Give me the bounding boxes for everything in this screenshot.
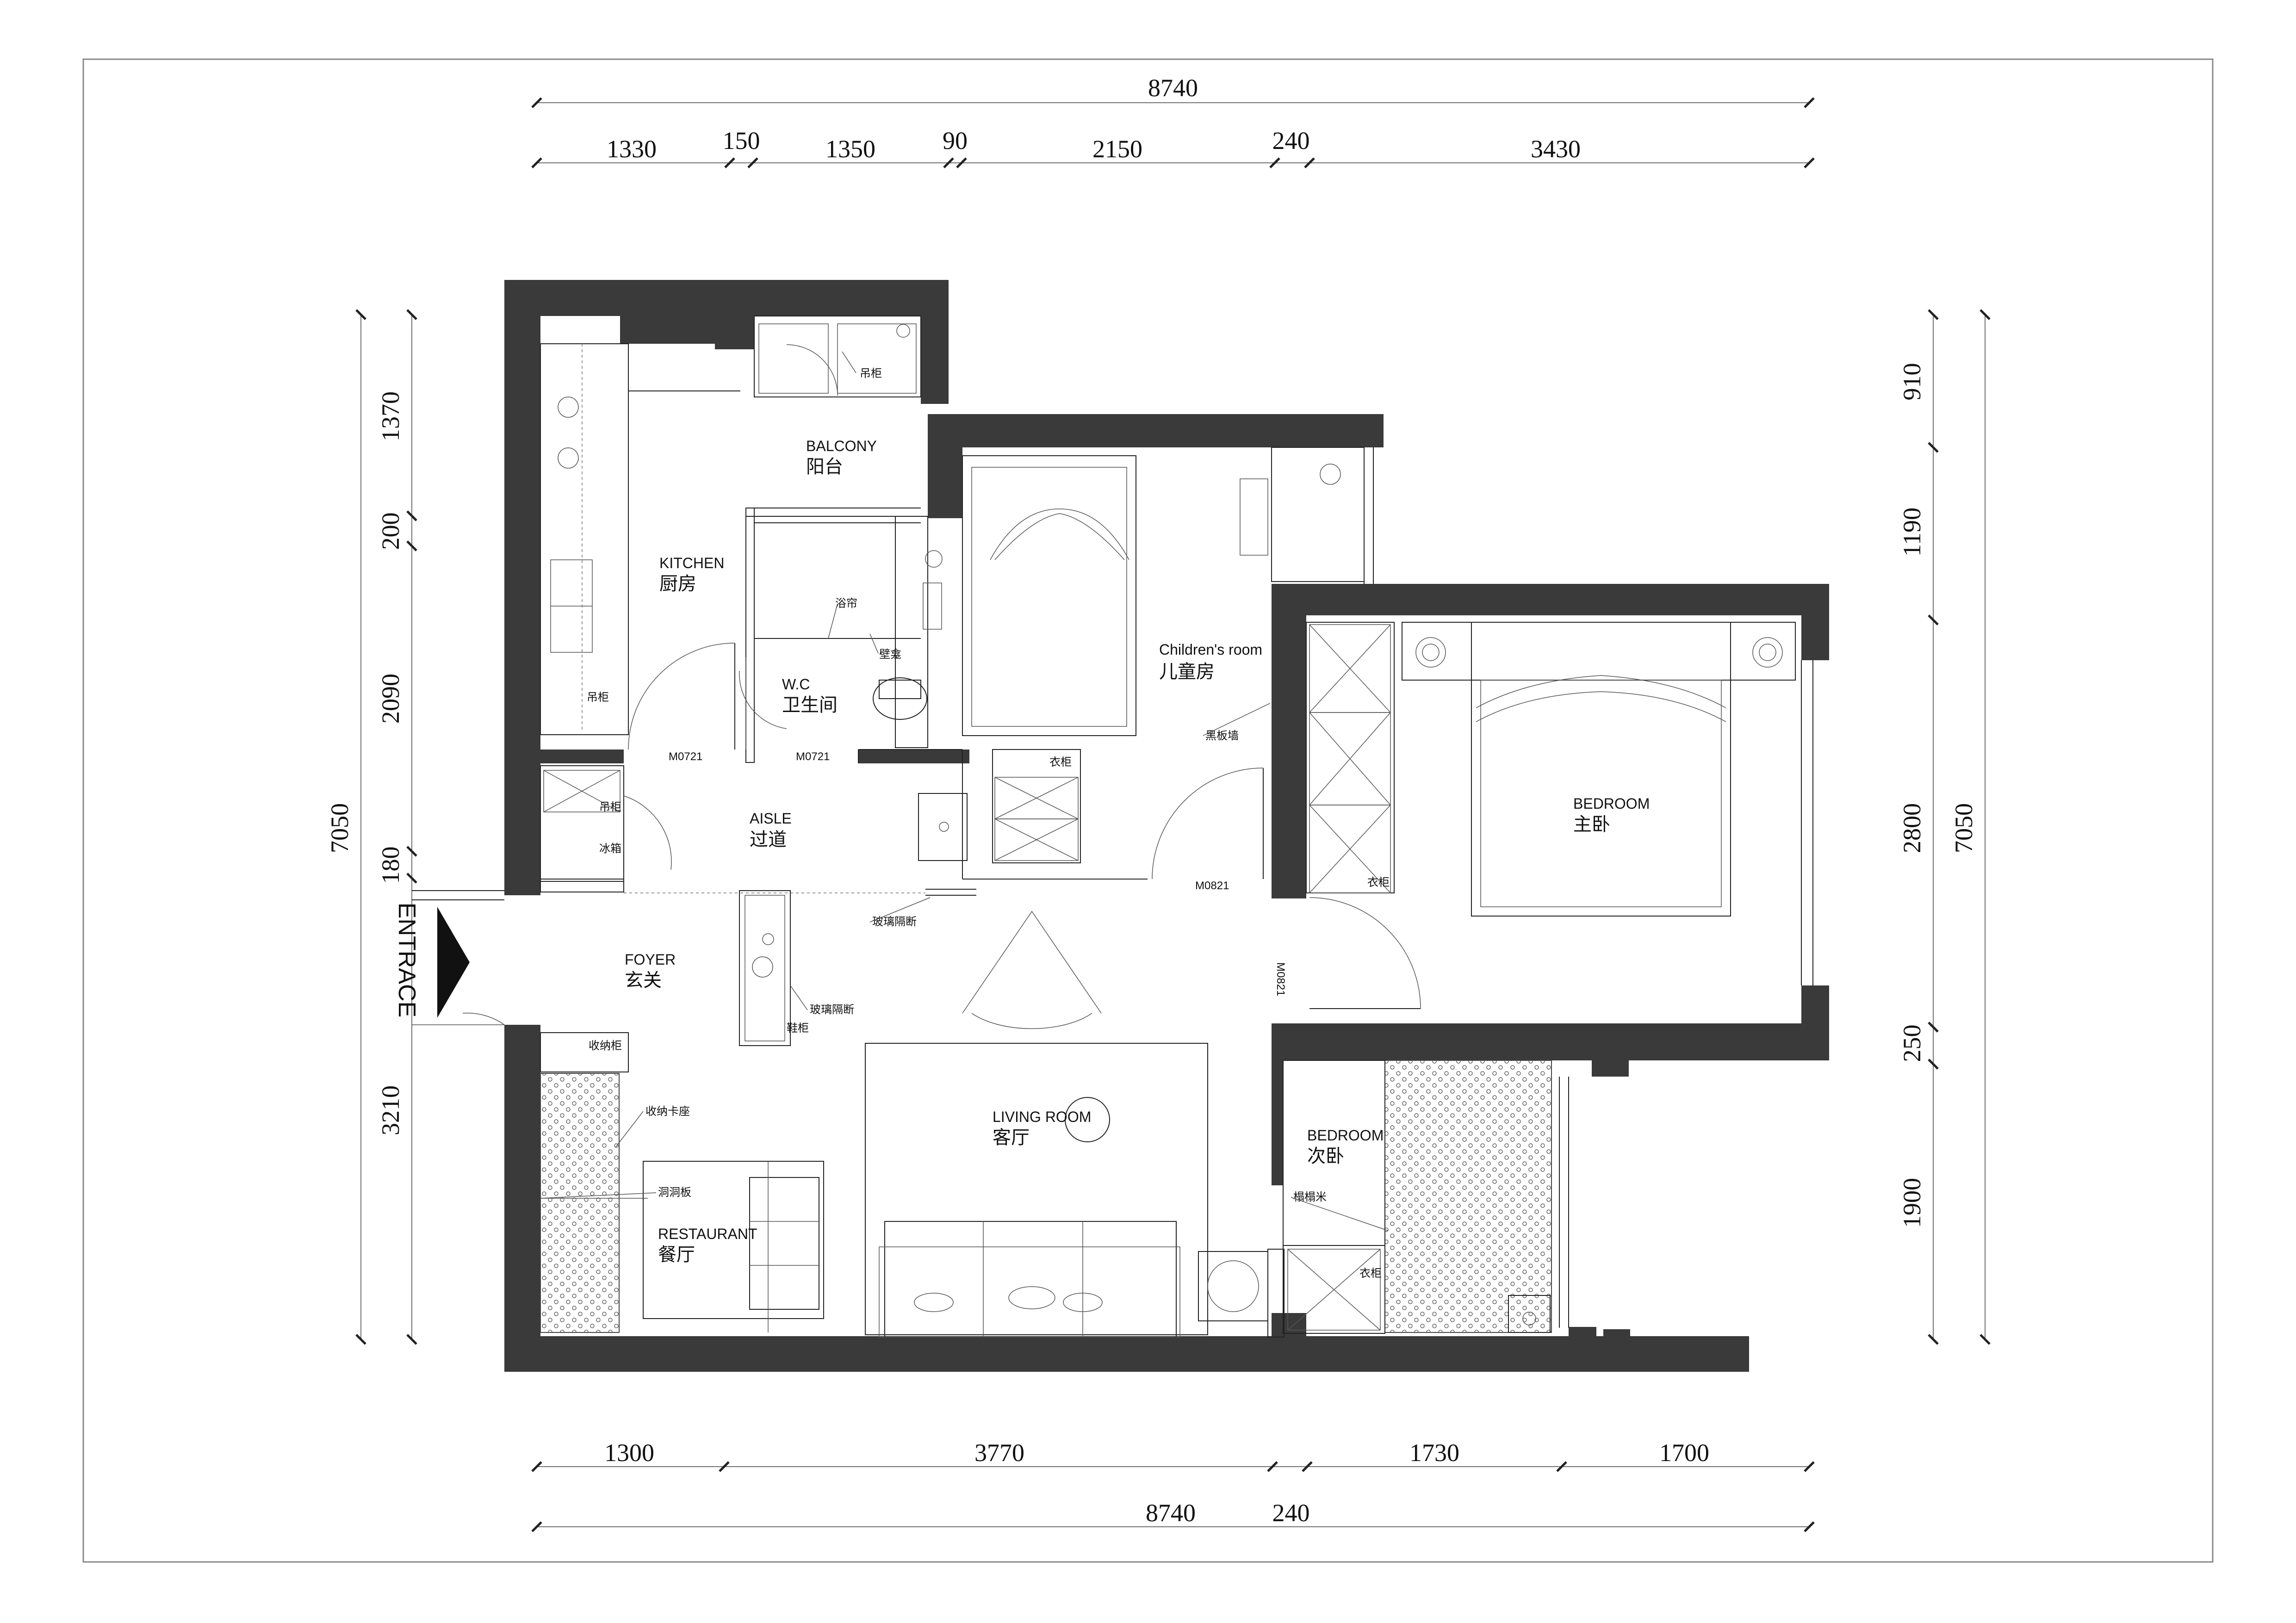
dim-right-250: 250 [1898,1025,1926,1062]
note-shower-curtain: 浴帘 [835,597,857,610]
room-wc-cn: 卫生间 [782,695,838,715]
dim-left-2090: 2090 [377,674,404,724]
dim-top-150: 150 [723,127,760,155]
dim-top-1350: 1350 [825,135,875,163]
entrance-label: ENTRACE [393,903,420,1017]
room-living-en: LIVING ROOM [993,1109,1091,1125]
drawing-frame [82,58,2214,1563]
annotations: 吊柜 吊柜 吊柜 浴帘 壁龛 冰箱 衣柜 衣柜 衣柜 黑板墙 玻璃隔断 玻璃隔断… [587,367,1390,1280]
dim-left-total: 7050 [326,803,354,853]
walls [504,280,1829,1372]
dimensions-right: 910 1190 2800 250 1900 7050 [1898,309,1991,1345]
note-shoe-cabinet: 鞋柜 [787,1022,809,1035]
dim-top-90: 90 [943,127,968,155]
dim-right-910: 910 [1898,363,1926,401]
dim-right-1900: 1900 [1898,1178,1926,1228]
dim-bottom-total: 8740 [1146,1499,1196,1527]
room-bedroom2-cn: 次卧 [1307,1146,1344,1166]
note-storage-bench: 收纳卡座 [645,1105,690,1118]
room-bedroom-cn: 主卧 [1573,814,1610,835]
dim-left-180: 180 [377,847,404,884]
annotation-leaders [540,351,1389,1231]
doors [623,344,1421,1029]
dim-bottom-1730: 1730 [1409,1439,1459,1467]
dim-top-2150: 2150 [1092,135,1142,163]
dim-left-3210: 3210 [377,1085,404,1135]
dim-top-240: 240 [1272,127,1310,155]
note-wardrobe-1: 衣柜 [1049,756,1072,768]
dim-bottom-1700: 1700 [1659,1439,1709,1467]
room-kitchen-cn: 厨房 [659,574,696,594]
dim-left-200: 200 [377,513,404,550]
room-restaurant-cn: 餐厅 [658,1245,695,1265]
note-hanging-cabinet-3: 吊柜 [599,801,621,813]
note-wall-niche: 壁龛 [879,648,901,661]
dim-top-total: 8740 [1148,74,1198,102]
room-foyer-cn: 玄关 [625,970,662,991]
room-aisle-en: AISLE [750,810,792,827]
note-pegboard: 洞洞板 [658,1186,691,1199]
dimensions-left: 7050 1370 200 2090 180 3210 [326,309,417,1345]
room-living-cn: 客厅 [993,1127,1030,1148]
note-wardrobe-2: 衣柜 [1367,876,1390,889]
door-m0721-a: M0721 [669,750,702,763]
dim-bottom-1300: 1300 [604,1439,654,1467]
dim-left-1370: 1370 [377,391,404,441]
room-restaurant-en: RESTAURANT [658,1226,757,1242]
room-foyer-en: FOYER [625,951,676,968]
dim-top-3430: 3430 [1531,135,1581,163]
room-balcony-en: BALCONY [806,438,877,454]
room-wc-en: W.C [782,676,810,693]
room-aisle-cn: 过道 [750,830,787,850]
dim-right-2800: 2800 [1898,803,1926,853]
door-m0821-b: M0821 [1274,962,1287,996]
dimensions-bottom: 1300 3770 1730 1700 8740 240 [531,1439,1815,1532]
door-m0721-b: M0721 [796,750,830,763]
dim-bottom-240: 240 [1272,1499,1310,1527]
note-blackboard-wall: 黑板墙 [1205,730,1239,742]
door-m0821-a: M0821 [1195,880,1229,892]
entrance-arrow-icon [437,907,470,1018]
dimensions-top: 8740 1330 150 1350 90 2150 240 3430 [531,74,1815,168]
dim-top-1330: 1330 [607,135,657,163]
room-kitchen-en: KITCHEN [659,555,724,571]
interior-lines [412,316,1813,1338]
dim-right-1190: 1190 [1898,508,1926,557]
note-wardrobe-3: 衣柜 [1359,1267,1382,1280]
room-bedroom2-en: BEDROOM [1307,1127,1384,1144]
note-glass-partition-2: 玻璃隔断 [810,1004,854,1016]
note-fridge: 冰箱 [599,842,621,855]
room-children-cn: 儿童房 [1159,662,1215,682]
note-hanging-cabinet-2: 吊柜 [587,691,609,704]
dim-right-total: 7050 [1950,803,1978,853]
room-children-en: Children's room [1159,641,1262,658]
room-labels: BALCONY 阳台 KITCHEN 厨房 W.C 卫生间 Children's… [625,438,1650,1265]
note-tatami: 榻榻米 [1293,1191,1327,1203]
room-balcony-cn: 阳台 [806,457,843,477]
note-hanging-cabinet-1: 吊柜 [860,367,882,380]
room-bedroom-en: BEDROOM [1573,795,1650,812]
dim-bottom-3770: 3770 [974,1439,1024,1467]
note-storage-cabinet: 收纳柜 [589,1040,622,1052]
note-glass-partition-1: 玻璃隔断 [872,916,917,928]
